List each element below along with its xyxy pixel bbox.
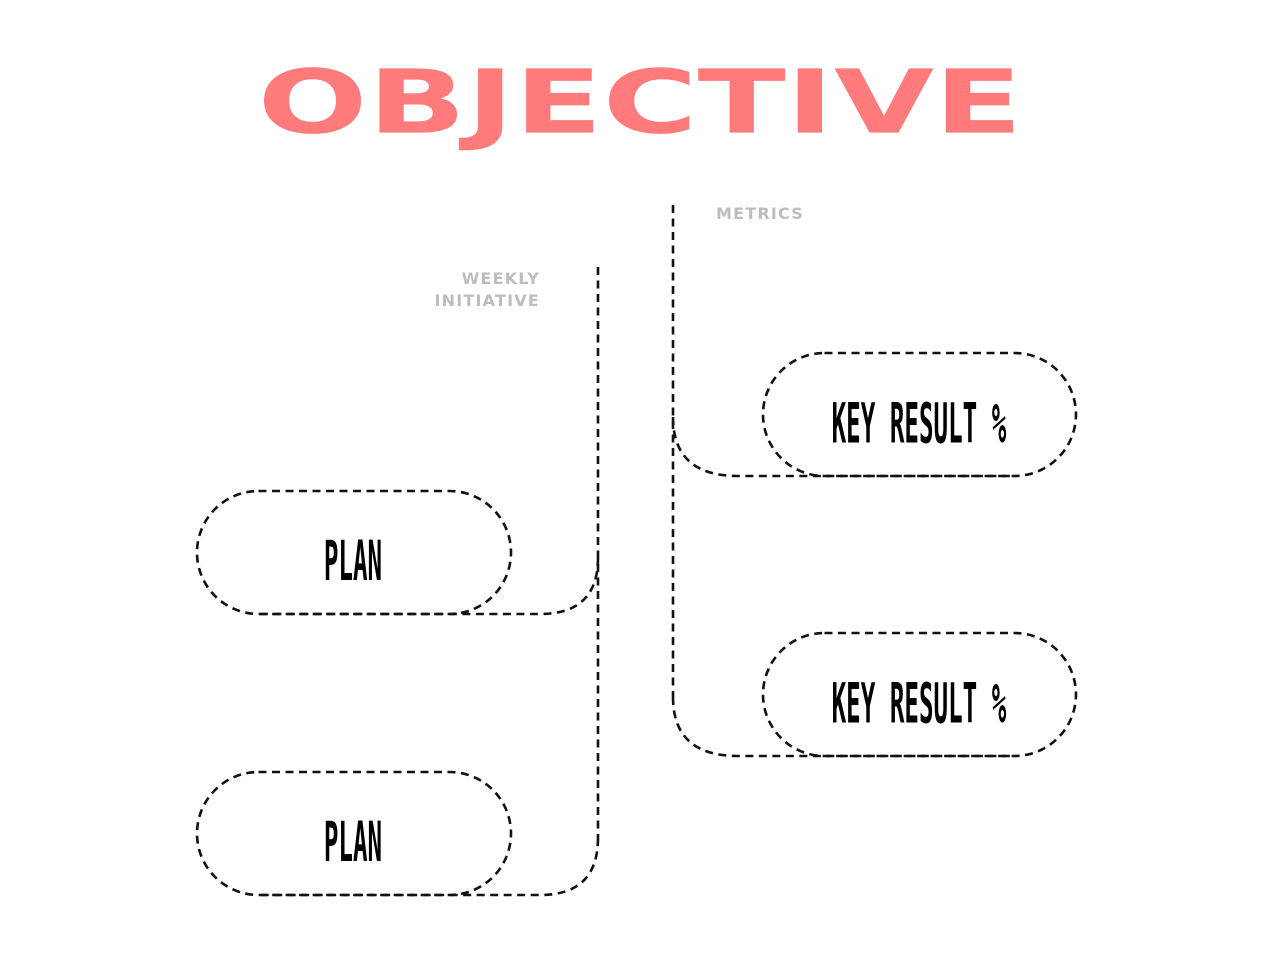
metrics-branch-to-key-result-2 xyxy=(671,696,1015,758)
key-result-label: KEY RESULT % xyxy=(832,673,1007,736)
plan-pill xyxy=(195,770,513,897)
plan-node[interactable]: PLAN xyxy=(195,770,513,897)
weekly-initiative-line-1: WEEKLY xyxy=(461,269,540,288)
metrics-label: METRICS xyxy=(716,204,805,223)
plan-pill xyxy=(195,489,513,616)
weekly-initiative-line-2: INITIATIVE xyxy=(434,291,540,310)
key-result-pill xyxy=(761,631,1078,758)
key-result-node[interactable]: KEY RESULT % xyxy=(761,351,1078,478)
weekly-branch-to-plan-1 xyxy=(258,557,600,616)
weekly-branch-to-plan-2 xyxy=(258,837,600,897)
weekly-initiative-label: WEEKLY INITIATIVE xyxy=(380,268,540,312)
key-result-node[interactable]: KEY RESULT % xyxy=(761,631,1078,758)
objective-title: OBJECTIVE xyxy=(257,51,1023,154)
plan-node[interactable]: PLAN xyxy=(195,489,513,616)
metrics-branch-to-key-result-1 xyxy=(671,416,1015,478)
plan-label: PLAN xyxy=(324,812,382,875)
key-result-label: KEY RESULT % xyxy=(832,393,1007,456)
plan-label: PLAN xyxy=(324,531,382,594)
key-result-pill xyxy=(761,351,1078,478)
